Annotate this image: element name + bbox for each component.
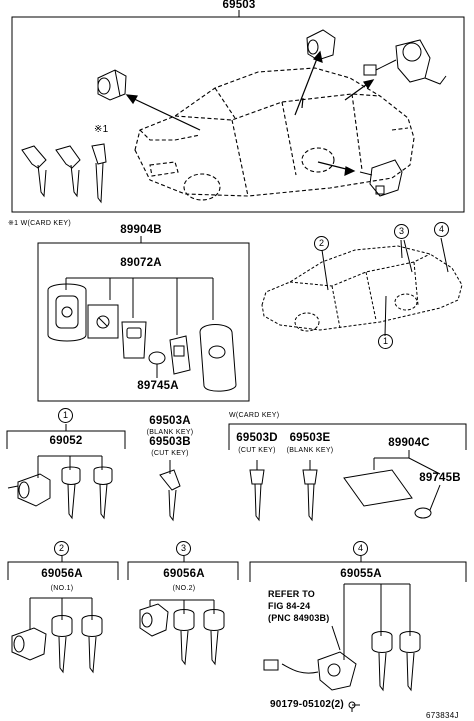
card-key-battery-part-no: 89745A <box>137 380 179 392</box>
main-keys <box>21 143 107 204</box>
wcard-battery-part-no: 89745B <box>419 472 461 484</box>
marker-2: 2 <box>314 236 329 251</box>
figure-id: 673834J <box>426 711 459 720</box>
group3-marker: 3 <box>176 541 191 556</box>
wcard-part-no-d: 69503D <box>236 432 278 444</box>
group4-part-no: 69055A <box>340 568 382 580</box>
steering-lock-assembly <box>363 39 447 85</box>
group1-marker: 1 <box>58 408 73 423</box>
wcard-frame <box>228 423 467 511</box>
blank-key-note-b: (CUT KEY) <box>151 450 189 457</box>
trunk-lock-cylinder <box>359 159 403 197</box>
card-key-note: ※1 W(CARD KEY) <box>8 220 71 227</box>
group2-parts <box>11 615 103 674</box>
group3-frame <box>127 556 239 614</box>
blank-key-part-no-a: 69503A <box>149 415 191 427</box>
main-frame <box>11 10 465 213</box>
group4-marker: 4 <box>353 541 368 556</box>
wcard-note-d: (CUT KEY) <box>238 447 276 454</box>
door-lock-cylinder <box>306 29 336 61</box>
blank-key-part-no-b: 69503B <box>149 436 191 448</box>
card-key-sub-part-no: 89072A <box>120 257 162 269</box>
small-car-leaders <box>321 237 449 337</box>
card-key-parts <box>47 283 237 392</box>
group2-frame <box>7 556 119 630</box>
small-car-illustration <box>261 245 463 332</box>
blank-key-parts <box>159 460 181 522</box>
wcard-heading: W(CARD KEY) <box>229 412 280 419</box>
group4-screw-part-no: 90179-05102(2) <box>270 699 344 710</box>
main-arrows <box>125 50 375 176</box>
group3-note: (NO.2) <box>172 585 196 592</box>
wcard-part-no-c: 89904C <box>388 437 430 449</box>
group4-refer-line2: FIG 84-24 <box>268 601 311 611</box>
group2-marker: 2 <box>54 541 69 556</box>
group4-frame <box>249 556 467 660</box>
main-assembly-part-no: 69503 <box>222 0 256 11</box>
group1-parts <box>7 466 113 520</box>
group4-refer-line3: (PNC 84903B) <box>268 613 330 623</box>
card-key-frame <box>37 236 250 402</box>
group3-parts <box>139 603 225 666</box>
marker-1: 1 <box>378 334 393 349</box>
group2-part-no: 69056A <box>41 568 83 580</box>
card-key-part-no: 89904B <box>120 224 162 236</box>
main-car-illustration <box>134 67 415 201</box>
card-key-note-mark: ※1 <box>94 124 109 135</box>
wcard-part-no-e: 69503E <box>289 432 331 444</box>
marker-3: 3 <box>394 224 409 239</box>
wcard-note-e: (BLANK KEY) <box>286 447 334 454</box>
group1-part-no: 69052 <box>49 435 83 447</box>
blank-key-note-a: (BLANK KEY) <box>146 429 194 436</box>
ignition-lock-cylinder <box>97 69 127 101</box>
group2-note: (NO.1) <box>50 585 74 592</box>
group1-frame <box>6 424 126 478</box>
group3-part-no: 69056A <box>163 568 205 580</box>
marker-4: 4 <box>434 222 449 237</box>
wcard-parts <box>249 469 432 522</box>
group4-parts <box>263 631 421 712</box>
group4-refer-line1: REFER TO <box>268 589 315 599</box>
